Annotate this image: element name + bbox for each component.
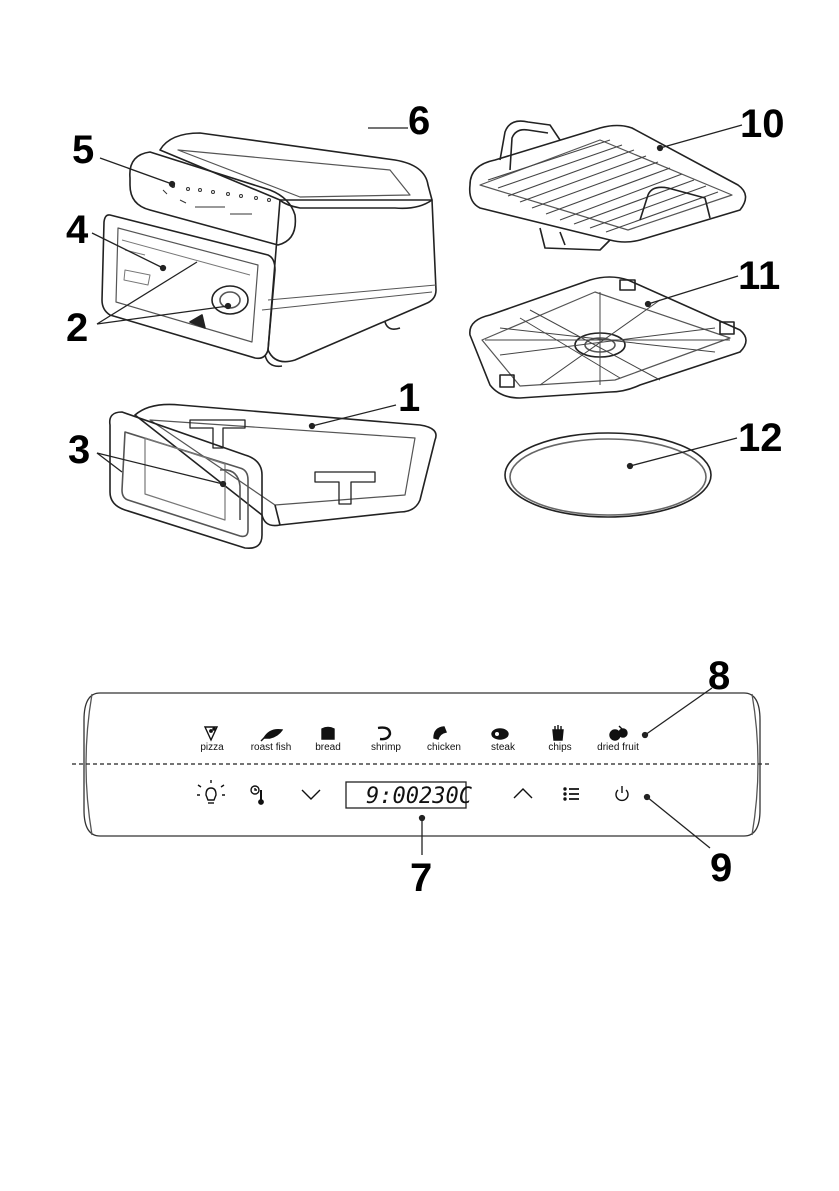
callout-5: 5: [72, 130, 94, 170]
chicken-leg-icon: [434, 727, 446, 739]
steak-icon: [492, 729, 508, 739]
preset-label-pizza: pizza: [200, 742, 224, 753]
shrimp-icon: [378, 728, 390, 740]
ring-gasket: [505, 433, 711, 517]
preset-label-steak: steak: [491, 742, 516, 753]
menu-icon[interactable]: [564, 788, 579, 800]
basket: [110, 404, 436, 548]
preset-label-bread: bread: [315, 742, 341, 753]
callout-8: 8: [708, 656, 730, 696]
preset-label-chicken: chicken: [427, 742, 461, 753]
callout-6: 6: [408, 101, 430, 141]
chevron-down-icon[interactable]: [302, 790, 320, 799]
leader-lines: [92, 125, 742, 487]
callout-9: 9: [710, 848, 732, 888]
air-fryer-body: [102, 133, 436, 366]
chips-icon: [553, 725, 563, 740]
panel-leader-lines: [420, 688, 713, 855]
callout-4: 4: [66, 210, 88, 250]
grill-rack: [470, 121, 746, 250]
preset-icons: [205, 725, 627, 741]
display-temperature: 230C: [419, 784, 473, 809]
preset-label-roast-fish: roast fish: [251, 742, 292, 753]
pizza-icon: [205, 727, 217, 740]
chevron-up-icon[interactable]: [514, 789, 532, 798]
display-time: 9:00: [366, 784, 419, 809]
callout-2: 2: [66, 308, 88, 348]
power-icon[interactable]: [616, 786, 628, 800]
timer-temp-icon[interactable]: [251, 786, 263, 804]
callout-10: 10: [740, 104, 785, 144]
crisper-plate: [470, 277, 746, 398]
callout-11: 11: [738, 256, 780, 296]
bread-icon: [322, 728, 334, 740]
preset-label-chips: chips: [548, 742, 571, 753]
callout-1: 1: [398, 378, 420, 418]
callout-7: 7: [410, 858, 432, 898]
preset-label-shrimp: shrimp: [371, 742, 401, 753]
preset-label-dried-fruit: dried fruit: [597, 742, 639, 753]
callout-12: 12: [738, 418, 783, 458]
fruit-icon: [610, 726, 627, 740]
callout-3: 3: [68, 430, 90, 470]
control-panel: [72, 693, 772, 836]
fish-icon: [261, 730, 282, 741]
light-icon[interactable]: [197, 780, 225, 803]
